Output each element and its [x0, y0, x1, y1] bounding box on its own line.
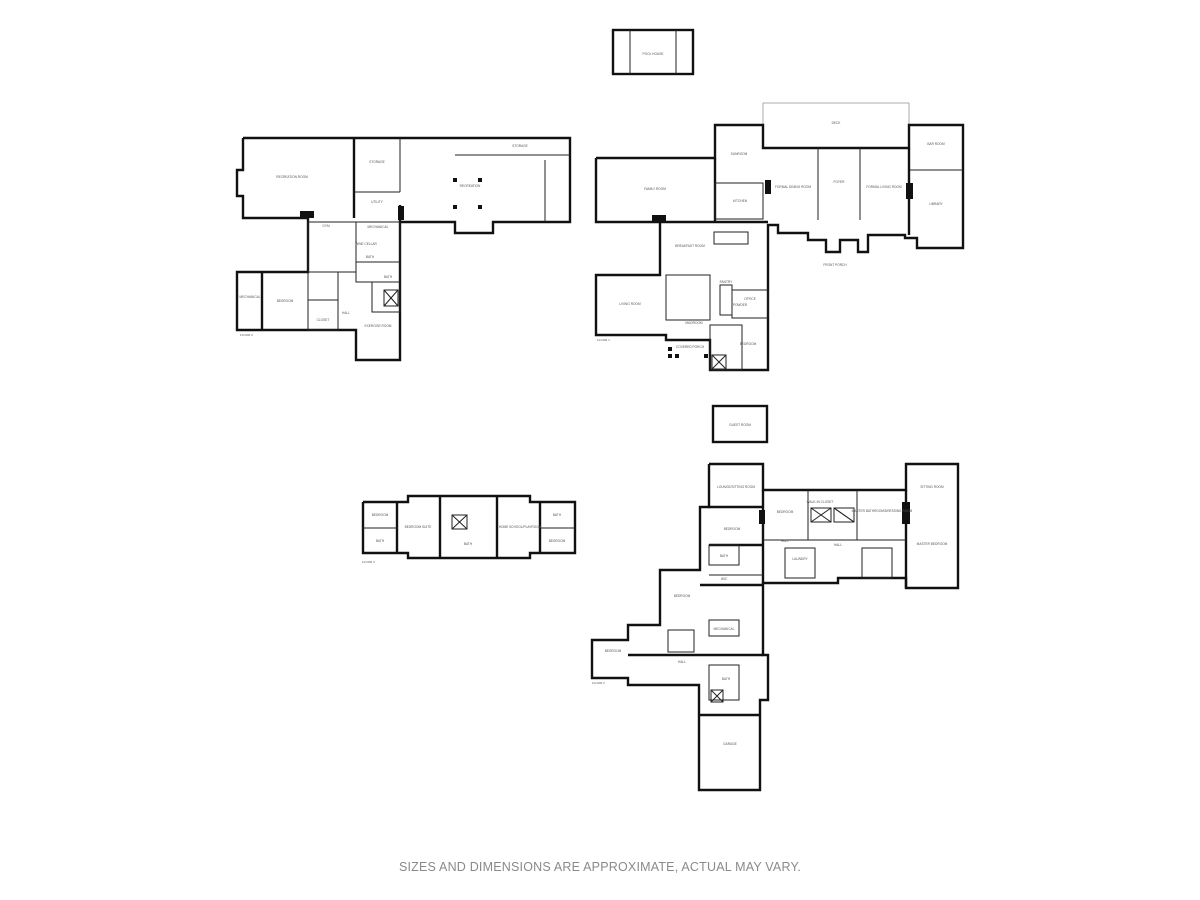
floor-label: FLOOR 3 [362, 560, 375, 564]
room-label: MUDROOM [685, 321, 703, 325]
room-label: STORAGE [512, 144, 528, 148]
room-label: BEDROOM [674, 594, 691, 598]
room-label: DECK [832, 121, 842, 125]
room-label: BATH [720, 554, 729, 558]
room-label: HALL [834, 543, 842, 547]
room-label: BEDROOM [777, 510, 794, 514]
room-label: CLOSET [317, 318, 330, 322]
room-label: SUNROOM [731, 152, 748, 156]
room-label: EXERCISE ROOM [365, 324, 392, 328]
room-label: POWDER [733, 303, 748, 307]
room-label: HALL [781, 539, 789, 543]
room-label: LAUNDRY [792, 557, 808, 561]
room-label: BAR ROOM [927, 142, 945, 146]
room-label: HALL [342, 311, 350, 315]
disclaimer-text: SIZES AND DIMENSIONS ARE APPROXIMATE, AC… [398, 860, 802, 874]
room-label: STORAGE [369, 160, 385, 164]
room-label: WALK-IN CLOSET [807, 500, 834, 504]
room-label: SITTING ROOM [920, 485, 944, 489]
floor-label: FLOOR 0 [240, 333, 253, 337]
room-label: BEDROOM [549, 539, 566, 543]
first-floor-plan: DECK SUNROOM FAMILY ROOM KITCHEN FORMAL … [594, 102, 965, 372]
room-label: HOME SCHOOL/PLAYROOM [499, 525, 542, 529]
second-floor-plan: LOUNGE/SITTING ROOM BEDROOM BEDROOM WALK… [590, 462, 960, 792]
room-label: BEDROOM [740, 342, 757, 346]
room-label: FRONT PORCH [823, 263, 847, 267]
room-label: RECREATION ROOM [276, 175, 308, 179]
room-label: BATH [464, 542, 473, 546]
room-label: MECHANICAL [368, 225, 389, 229]
room-label: BATH [722, 677, 731, 681]
room-label: BATH [553, 513, 562, 517]
room-label: LIBRARY [929, 202, 943, 206]
room-label: GARAGE [723, 742, 737, 746]
room-label: FAMILY ROOM [644, 187, 666, 191]
room-label: RECREATION [460, 184, 481, 188]
room-label: BEDROOM [277, 299, 294, 303]
room-label: LIVING ROOM [619, 302, 641, 306]
room-label: WINE CELLAR [355, 242, 377, 246]
basement-plan: RECREATION ROOM STORAGE RECREATION STORA… [235, 136, 572, 362]
room-label: BEDROOM [372, 513, 389, 517]
room-label: POOL HOUSE [643, 52, 664, 56]
guest-room-plan: GUEST ROOM [711, 404, 769, 444]
room-label: FORMAL DINING ROOM [775, 185, 811, 189]
room-label: BATH [376, 539, 385, 543]
room-label: FORMAL LIVING ROOM [866, 185, 902, 189]
room-label: PANTRY [720, 280, 734, 284]
room-label: HALL [678, 660, 686, 664]
pool-house-plan: POOL HOUSE [611, 28, 695, 76]
room-label: LOUNGE/SITTING ROOM [717, 485, 755, 489]
floor-label: FLOOR 2 [592, 681, 605, 685]
room-label: BREAKFAST ROOM [675, 244, 705, 248]
room-label: BATH [366, 255, 375, 259]
room-label: FOYER [834, 180, 846, 184]
room-label: MECHANICAL [714, 627, 735, 631]
room-label: BATH [384, 275, 393, 279]
room-label: BEDROOM [724, 527, 741, 531]
room-label: UTILITY [371, 200, 384, 204]
room-label: KITCHEN [733, 199, 748, 203]
room-label: BEDROOM SUITE [405, 525, 432, 529]
floor-label: FLOOR 1 [597, 338, 610, 342]
room-label: OFFICE [744, 297, 756, 301]
room-label: GUEST ROOM [729, 423, 751, 427]
room-label: MECHANICAL [240, 295, 261, 299]
room-label: MASTER BATHROOM/DRESSING ROOM [852, 509, 913, 513]
room-label: BEDROOM [605, 649, 622, 653]
third-floor-plan: BEDROOM BATH BEDROOM SUITE BATH HOME SCH… [361, 494, 577, 564]
room-label: GYM [322, 224, 330, 228]
room-label: COVERED PORCH [676, 345, 705, 349]
room-label: MASTER BEDROOM [917, 542, 948, 546]
room-label: WIC [721, 577, 728, 581]
